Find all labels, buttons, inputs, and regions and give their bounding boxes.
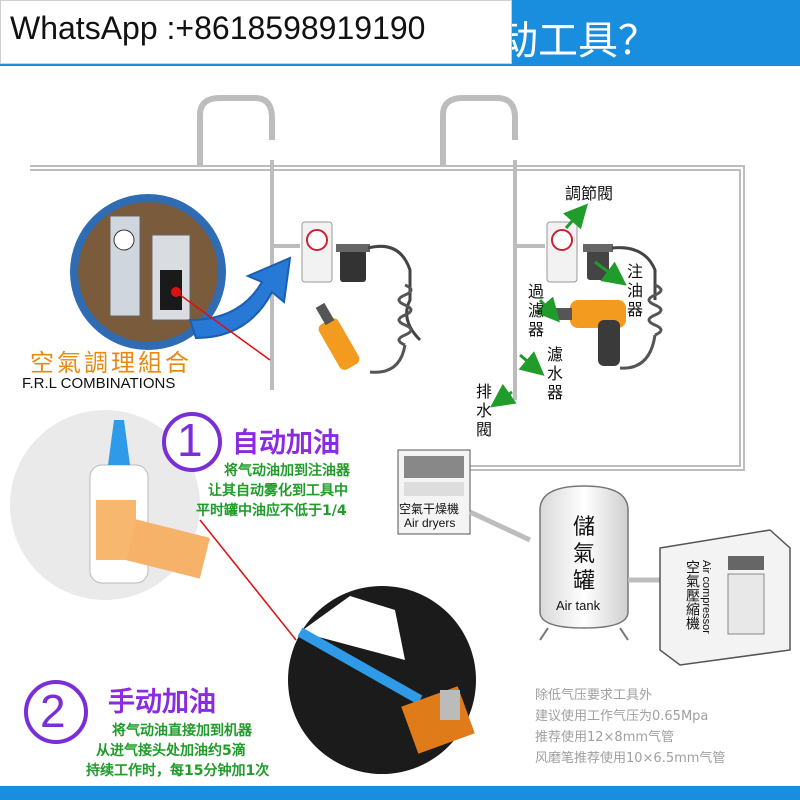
label-lubricator: 注油器: [626, 262, 643, 319]
oiling-photo: [288, 586, 476, 774]
number-circle-1: [162, 412, 222, 472]
label-drain: 排水閥: [475, 382, 492, 439]
method2-line-3: 持续工作时，每15分钟加1次: [86, 763, 270, 779]
method1-line-1: 将气动油加到注油器: [224, 463, 350, 479]
curved-blue-arrow-icon: [188, 256, 292, 340]
note-line-1: 除低气压要求工具外: [535, 688, 653, 703]
frl-title-en: F.R.L COMBINATIONS: [22, 375, 176, 392]
coil-hose-right: [619, 283, 663, 370]
whatsapp-contact[interactable]: WhatsApp :+8618598919190: [10, 10, 426, 46]
method1-line-2: 让其自动雾化到工具中: [208, 483, 348, 499]
dryer-label-cn: 空氣干燥機: [399, 502, 460, 516]
red-leader-lines: [175, 291, 297, 641]
method1-line-3: 平时罐中油应不低于1/4: [196, 503, 347, 519]
air-tank: [539, 485, 629, 641]
frl-photo: [70, 194, 226, 350]
air-dryer-machine: [397, 449, 471, 535]
frl-unit-left: [301, 221, 422, 342]
footer-bar: [0, 786, 800, 800]
whatsapp-box[interactable]: [0, 0, 512, 64]
note-line-3: 推荐使用12×8mm气管: [535, 730, 675, 745]
frl-unit-right: [546, 221, 657, 300]
air-tool-left: [315, 302, 360, 370]
label-regulator: 調節閥: [565, 184, 614, 203]
note-line-4: 风磨笔推荐使用10×6.5mm气管: [535, 751, 726, 766]
lubricant-bottle-photo: [10, 410, 210, 600]
tank-label-en: Air tank: [556, 598, 601, 613]
method2-line-2: 从进气接头处加油约5滴: [96, 743, 246, 759]
frl-title-cn: 空氣調理組合: [30, 349, 192, 377]
method1-title: 自动加油: [232, 428, 340, 459]
number-circle-2: [24, 680, 88, 744]
method2-number: 2: [40, 685, 66, 737]
green-pointer-arrows: [490, 203, 627, 408]
method2-line-1: 将气动油直接加到机器: [112, 723, 252, 739]
air-compressor-machine: [659, 529, 791, 666]
method2-title: 手动加油: [108, 687, 216, 718]
label-filter: 過濾器: [527, 282, 544, 339]
air-tool-right: [556, 300, 626, 366]
coil-hose-left: [369, 283, 413, 374]
note-line-2: 建议使用工作气压为0.65Mpa: [535, 709, 709, 724]
dryer-label-en: Air dryers: [404, 516, 456, 530]
tank-label-cn: 儲氣罐: [572, 515, 595, 594]
compressor-label-cn: 空氣壓縮機: [684, 560, 700, 630]
method1-number: 1: [177, 414, 203, 466]
compressor-label-en: Air compressor: [700, 560, 712, 634]
header-title: 动工具？: [498, 18, 658, 64]
label-water-filter: 濾水器: [546, 345, 563, 402]
